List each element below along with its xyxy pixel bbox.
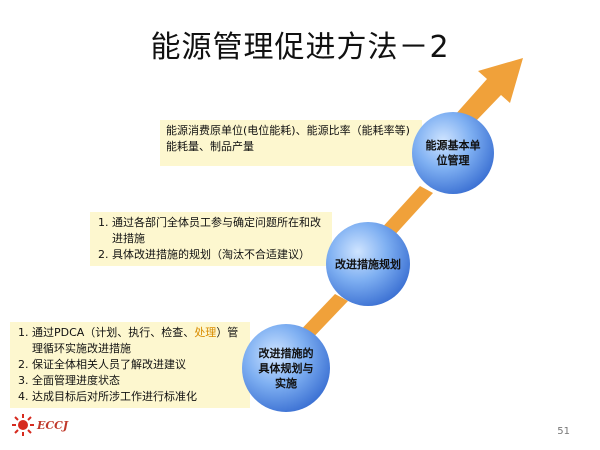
info-box-metrics: 能源消费原单位(电位能耗)、能源比率（能耗率等) 能耗量、制品产量 bbox=[160, 120, 422, 166]
implementation-item-3: 全面管理进度状态 bbox=[32, 373, 244, 389]
metrics-line-2: 能耗量、制品产量 bbox=[166, 140, 254, 153]
circle-energy-unit-management: 能源基本单位管理 bbox=[412, 112, 494, 194]
implementation-item-1: 通过PDCA（计划、执行、检查、处理）管理循环实施改进措施 bbox=[32, 325, 244, 357]
item1-prefix: 通过PDCA（计划、执行、检查、 bbox=[32, 326, 195, 339]
page-number: 51 bbox=[557, 426, 570, 437]
planning-item-2: 具体改进措施的规划（淘汰不合适建议） bbox=[112, 247, 326, 263]
page-title: 能源管理促进方法－2 bbox=[150, 30, 450, 65]
implementation-item-4: 达成目标后对所涉工作进行标准化 bbox=[32, 389, 244, 405]
logo-text: ECCJ bbox=[37, 418, 69, 432]
circle-1-label: 能源基本单位管理 bbox=[425, 139, 481, 167]
item1-highlight: 处理 bbox=[194, 326, 217, 339]
implementation-item-2: 保证全体相关人员了解改进建议 bbox=[32, 357, 244, 373]
arrow-segment-middle bbox=[379, 186, 433, 238]
circle-3-label: 改进措施的具体规划与实施 bbox=[258, 346, 314, 390]
circle-improvement-planning: 改进措施规划 bbox=[326, 222, 410, 306]
planning-item-1: 通过各部门全体员工参与确定问题所在和改进措施 bbox=[112, 215, 326, 247]
circle-2-label: 改进措施规划 bbox=[335, 257, 401, 271]
circle-implementation: 改进措施的具体规划与实施 bbox=[242, 324, 330, 412]
item1-suffix: ）管理循环实施改进措施 bbox=[32, 326, 239, 355]
eccj-logo: ECCJ bbox=[12, 414, 68, 436]
info-box-implementation: 通过PDCA（计划、执行、检查、处理）管理循环实施改进措施 保证全体相关人员了解… bbox=[10, 322, 250, 408]
metrics-line-1: 能源消费原单位(电位能耗)、能源比率（能耗率等) bbox=[166, 124, 410, 137]
info-box-planning: 通过各部门全体员工参与确定问题所在和改进措施 具体改进措施的规划（淘汰不合适建议… bbox=[90, 212, 332, 266]
sun-logo-icon bbox=[12, 414, 34, 436]
